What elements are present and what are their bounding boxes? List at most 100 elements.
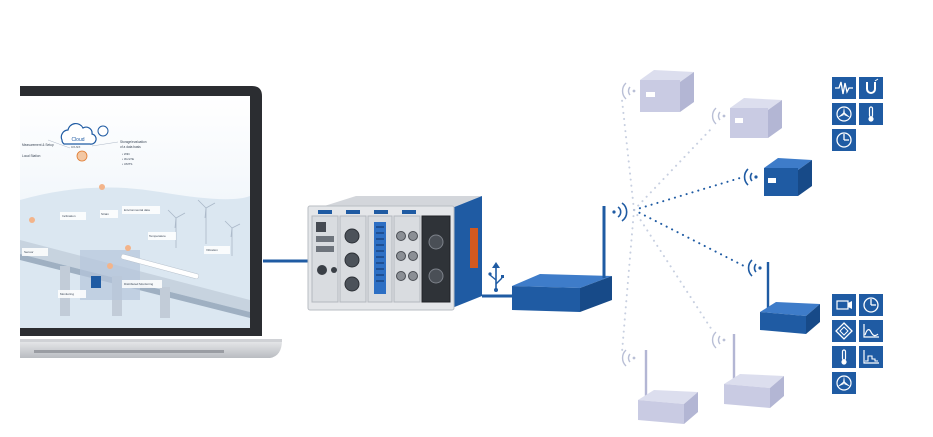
round-connector-2[interactable]: [428, 268, 444, 284]
daq-side: [452, 196, 482, 308]
signal-dot-icon: [76, 150, 88, 162]
sensor-device-2: [711, 98, 782, 138]
laptop-base-edge: [34, 350, 224, 353]
rotor-icon: [832, 372, 856, 394]
tag-bg-7: [122, 280, 162, 288]
link-device-5: [633, 209, 713, 331]
sub-d-connector-1[interactable]: [344, 228, 360, 244]
round-connector-1[interactable]: [428, 234, 444, 250]
gauge-icon: [859, 294, 883, 316]
sensor-device-4: [747, 259, 820, 334]
tag-bg-1: [60, 212, 86, 220]
screen-right-text-4: • UMTS: [122, 162, 132, 166]
camera-icon: [832, 294, 856, 316]
laptop-hinge: [20, 339, 282, 342]
cloud-icon: [60, 122, 97, 145]
screen-right-text-3: • 3G/LTE: [122, 157, 134, 161]
device-4-signal-icon: [747, 259, 762, 277]
terminal-screws: [376, 226, 384, 282]
cloud-label: Cloud: [71, 137, 84, 143]
bnc-connector-2[interactable]: [408, 231, 418, 241]
tag-bg-3: [122, 206, 160, 214]
gateway-side: [580, 276, 612, 312]
status-led: [331, 267, 337, 273]
tag-bg-0: [22, 248, 48, 256]
scene-label-1: Inclination: [62, 214, 76, 218]
gateway-front: [512, 286, 580, 312]
sensor-device-3: [743, 158, 812, 196]
daq-module-5: [421, 215, 451, 303]
screen-right-text-1: of a data basis: [120, 145, 141, 149]
tag-bg-5: [100, 210, 118, 218]
usb-port-1[interactable]: [316, 236, 334, 242]
screen-content: Cloud Measurement & Setup Local Station …: [20, 122, 250, 328]
scene-label-3: Environmental data: [124, 208, 150, 212]
device-3-signal-icon: [743, 168, 758, 186]
daq-device: [307, 196, 482, 311]
lan-port[interactable]: [316, 222, 326, 232]
bnc-connector-6[interactable]: [408, 271, 418, 281]
icon-grid-top: [832, 77, 883, 151]
device-5-signal-icon: [711, 331, 726, 349]
laptop-base: [20, 340, 282, 358]
link-device-1: [621, 99, 635, 211]
gauge-icon: [832, 129, 856, 151]
scene-label-0: Sensor: [24, 250, 34, 254]
link-device-2: [633, 127, 713, 211]
laptop: Cloud Measurement & Setup Local Station …: [20, 86, 282, 358]
screen-left-text-0: Measurement & Setup: [22, 143, 54, 147]
power-connector[interactable]: [317, 265, 327, 275]
marker-orange-3: [125, 245, 131, 251]
tag-bg-2: [58, 290, 86, 298]
bnc-connector-4[interactable]: [408, 251, 418, 261]
rotor-icon: [832, 103, 856, 125]
sub-d-connector-2[interactable]: [344, 252, 360, 268]
screen-right-text-2: • WiFi: [122, 152, 130, 156]
step-chart-icon: [859, 346, 883, 368]
magnet-icon: [859, 77, 883, 99]
cloud-link-right: [91, 141, 119, 147]
sensor-device-1: [621, 70, 694, 112]
bridge-pillar-3: [160, 287, 170, 318]
usb-port-2[interactable]: [316, 246, 334, 252]
radio-links: [621, 99, 745, 353]
scene-label-5: Strain: [101, 212, 109, 216]
daq-module-tags: [318, 210, 416, 214]
gateway-top: [512, 274, 612, 288]
tag-bg-4: [204, 246, 230, 254]
link-device-3: [633, 177, 741, 211]
marker-orange-1: [99, 184, 105, 190]
thermometer-icon: [859, 103, 883, 125]
scene-label-2: Monitoring: [60, 292, 74, 296]
daq-top: [318, 196, 482, 208]
device-1-signal-icon: [621, 82, 636, 100]
marker-orange-4: [107, 263, 113, 269]
link-device-4: [633, 209, 745, 267]
vibration-icon: [832, 77, 856, 99]
bnc-connector-5[interactable]: [396, 271, 406, 281]
sub-d-connector-3[interactable]: [344, 276, 360, 292]
diamond-sensor-icon: [832, 320, 856, 342]
curve-chart-icon: [859, 320, 883, 342]
screen-note-0: CX-NX: [71, 145, 80, 149]
link-device-6: [621, 209, 635, 353]
thermometer-icon: [832, 346, 856, 368]
cloud-link-left: [47, 139, 71, 149]
screen-left-text-1: Local Station: [22, 154, 41, 158]
daq-side-orange-tab: [470, 228, 478, 268]
scene-label-4: Vibration: [206, 248, 218, 252]
bnc-connector-1[interactable]: [396, 231, 406, 241]
scene-label-7: Distributed Monitoring: [124, 282, 154, 286]
sensor-device-6: [621, 349, 698, 424]
bnc-connector-3[interactable]: [396, 251, 406, 261]
sensor-device-mark: [91, 276, 101, 288]
marker-orange-2: [29, 217, 35, 223]
sensor-device-5: [711, 331, 784, 408]
gateway-wireless-signal-icon: [612, 202, 628, 222]
tag-bg-6: [148, 232, 176, 240]
icon-grid-bottom: [832, 294, 883, 394]
wireless-gateway: [512, 202, 628, 312]
scene-label-6: Temperature: [149, 234, 166, 238]
